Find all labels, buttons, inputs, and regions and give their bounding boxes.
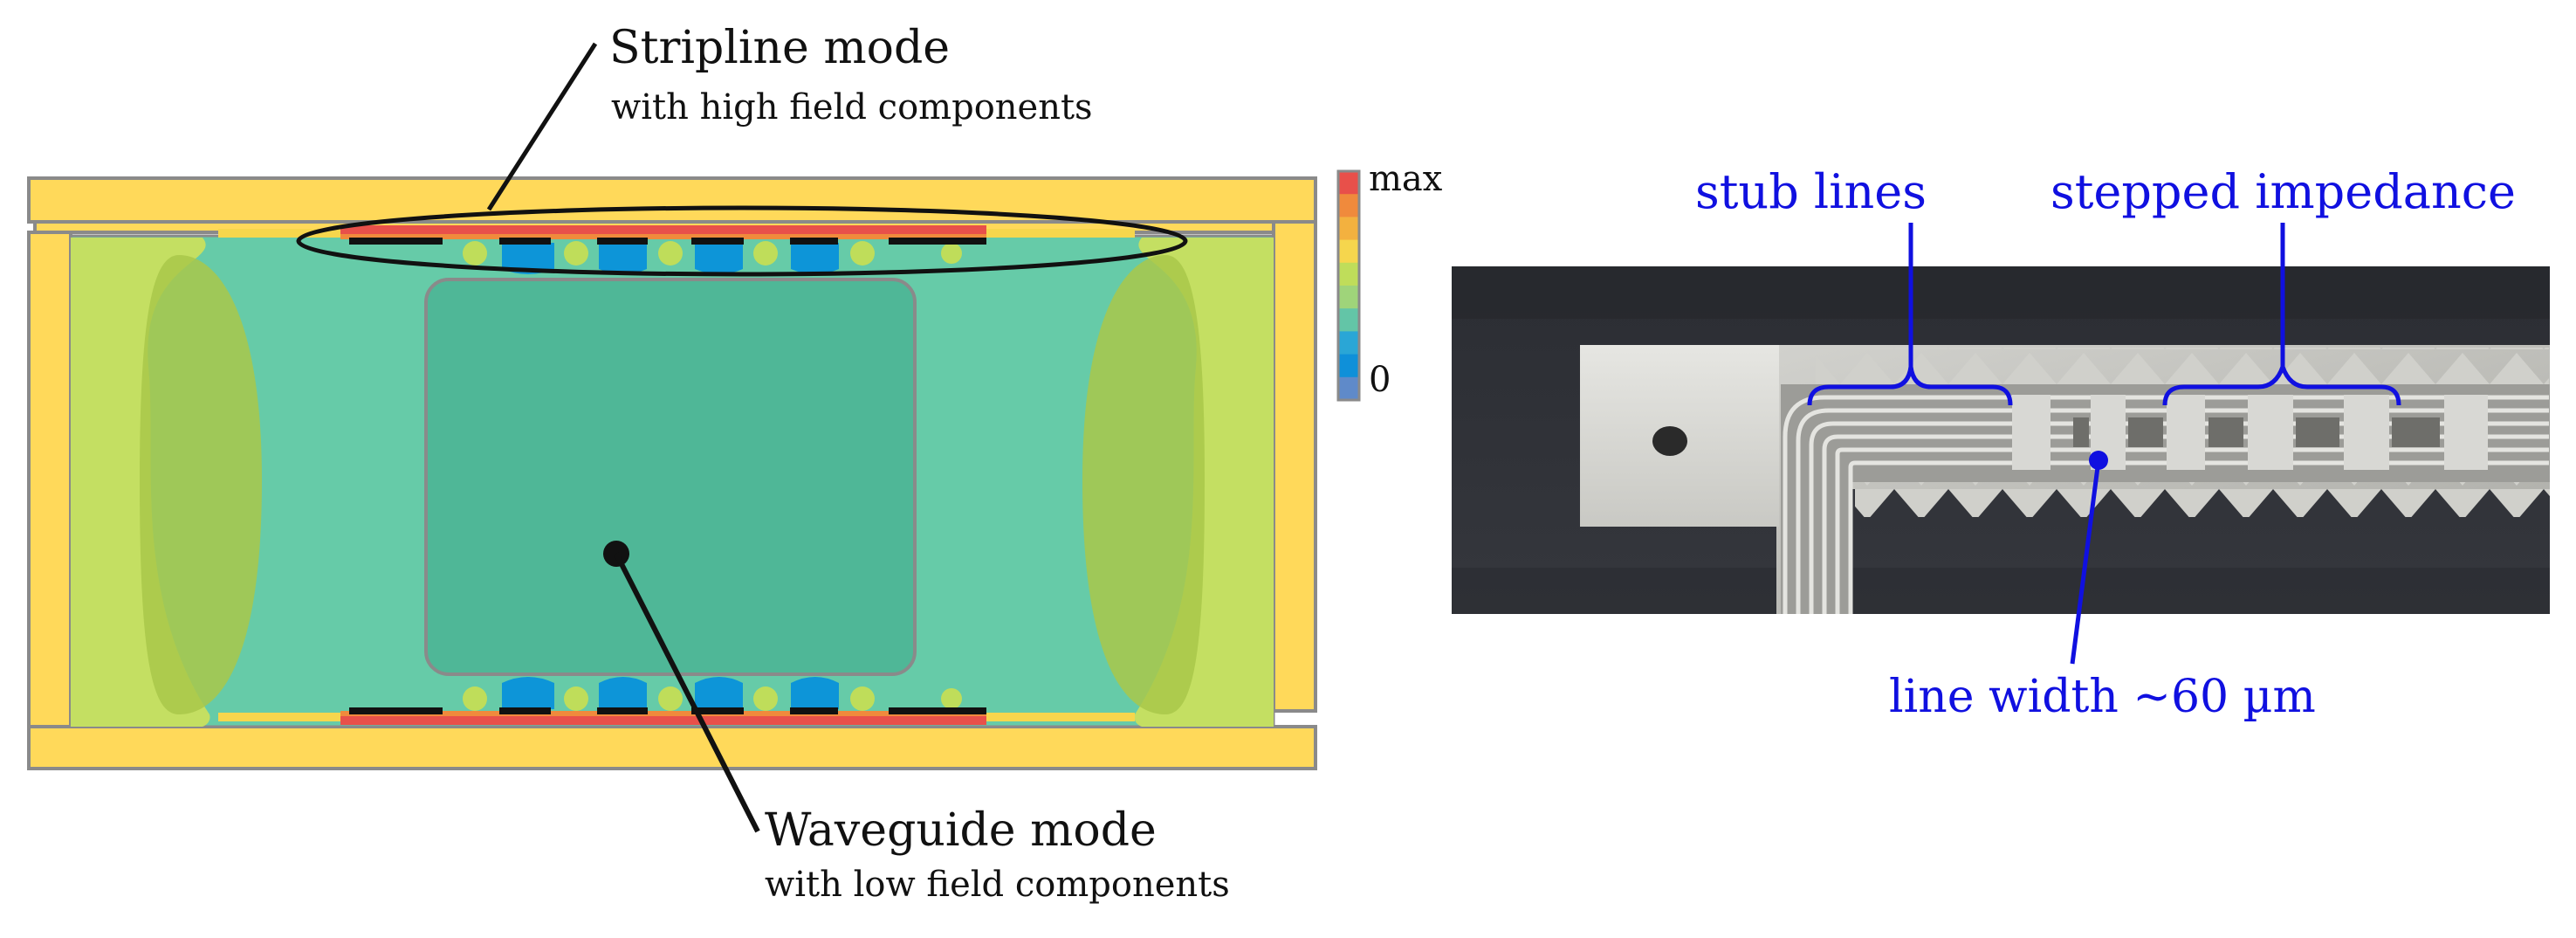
colorbar [1336,169,1361,402]
waveguide-mode-title: Waveguide mode [765,804,1157,857]
line-width-leader-line [2070,459,2101,665]
stripline-mode-subtitle: with high field components [611,87,1093,128]
mounting-hole [1652,426,1687,456]
fabricated-filter-photo: stub lines stepped impedance line width … [1452,164,2550,723]
colorbar-segment [1338,194,1359,217]
waveguide-leader-line [614,552,760,833]
stepped-impedance-sections [2012,395,2488,470]
stripline-bottom [218,677,1135,725]
waveguide-mode-subtitle: with low field components [765,865,1230,905]
stepped-impedance-brace [2162,223,2401,406]
colorbar-segment [1338,239,1359,264]
colorbar-segment [1338,217,1359,241]
waveguide-region [424,278,917,676]
teeth-top [1816,348,2549,384]
stripline-leader-line [486,42,598,211]
field-blob-right [1082,255,1205,714]
colorbar-segment [1338,331,1359,355]
colorbar-segment [1338,376,1359,401]
teeth-bottom [1855,482,2550,517]
colorbar-segment [1338,286,1359,309]
stub-lines-brace [1807,223,2013,406]
housing-top-band [27,176,1317,224]
field-blob-left [140,255,262,714]
colorbar-border [1336,169,1361,402]
field-simulation: Stripline mode with high field component… [27,22,1443,905]
stripline-bundle [1783,395,2549,614]
stepped-impedance-label: stepped impedance [2050,164,2516,219]
stripline-highlight-ellipse [296,205,1188,277]
stripline-mode-title: Stripline mode [609,22,950,74]
housing-bottom-band [27,725,1317,770]
colorbar-max-label: max [1369,159,1443,199]
colorbar-min-label: 0 [1369,360,1391,400]
line-width-label: line width ~60 µm [1889,671,2316,723]
housing-left-wall [27,231,72,770]
stripline-top [218,225,1135,274]
housing-right-wall [1272,220,1317,713]
colorbar-segment [1338,308,1359,332]
colorbar-segment [1338,262,1359,286]
stub-lines-label: stub lines [1695,164,1927,219]
colorbar-segment [1338,354,1359,378]
colorbar-segment [1338,171,1359,195]
